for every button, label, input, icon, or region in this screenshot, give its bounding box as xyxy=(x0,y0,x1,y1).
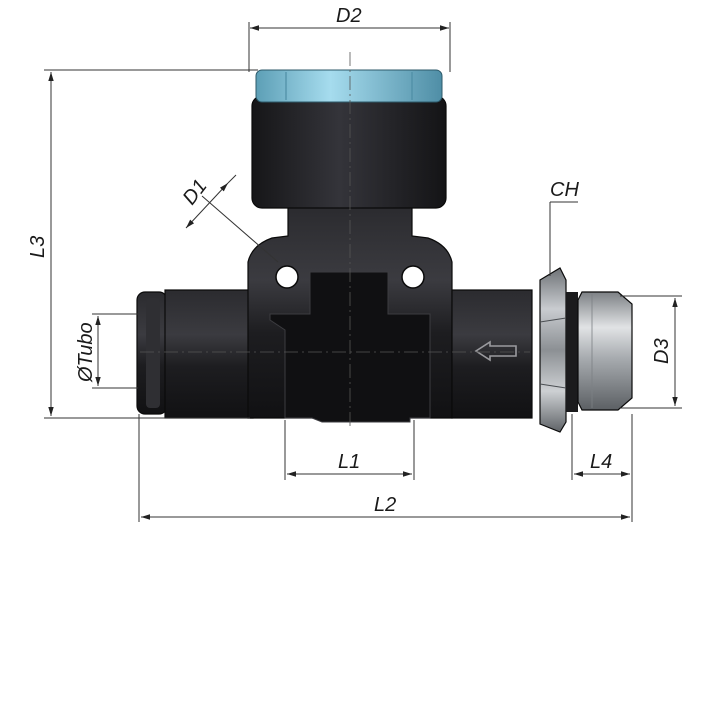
blue-cap xyxy=(255,69,443,103)
fitting-body xyxy=(136,69,633,433)
left-tube-section xyxy=(164,289,254,419)
dimension-ch: CH xyxy=(549,179,579,276)
label-d2: D2 xyxy=(336,5,362,27)
mount-hole-left xyxy=(275,265,299,289)
dimension-l3: L3 xyxy=(27,69,258,419)
label-l4: L4 xyxy=(590,451,612,473)
dimension-l4: L4 xyxy=(571,414,633,522)
mount-hole-right xyxy=(401,265,425,289)
o-ring xyxy=(566,292,578,412)
dimension-d3: D3 xyxy=(620,295,682,409)
top-cap xyxy=(251,95,447,209)
label-ch: CH xyxy=(550,179,579,201)
flow-arrow xyxy=(474,340,517,362)
right-tube-section xyxy=(451,289,533,419)
label-tubo: ØTubo xyxy=(75,322,97,383)
label-d3: D3 xyxy=(651,338,673,364)
label-d1: D1 xyxy=(179,175,212,209)
dimension-l1: L1 xyxy=(284,420,415,480)
dimension-l2: L2 xyxy=(138,414,630,522)
label-l2: L2 xyxy=(374,494,396,516)
dimension-tubo: ØTubo xyxy=(75,313,138,389)
thread-spigot xyxy=(577,291,633,411)
label-l3: L3 xyxy=(27,236,49,258)
label-l1: L1 xyxy=(338,451,360,473)
collet-ring-inner xyxy=(146,298,160,408)
hex-nut xyxy=(539,267,567,433)
dimension-d2: D2 xyxy=(248,5,451,72)
center-lines xyxy=(140,52,530,430)
